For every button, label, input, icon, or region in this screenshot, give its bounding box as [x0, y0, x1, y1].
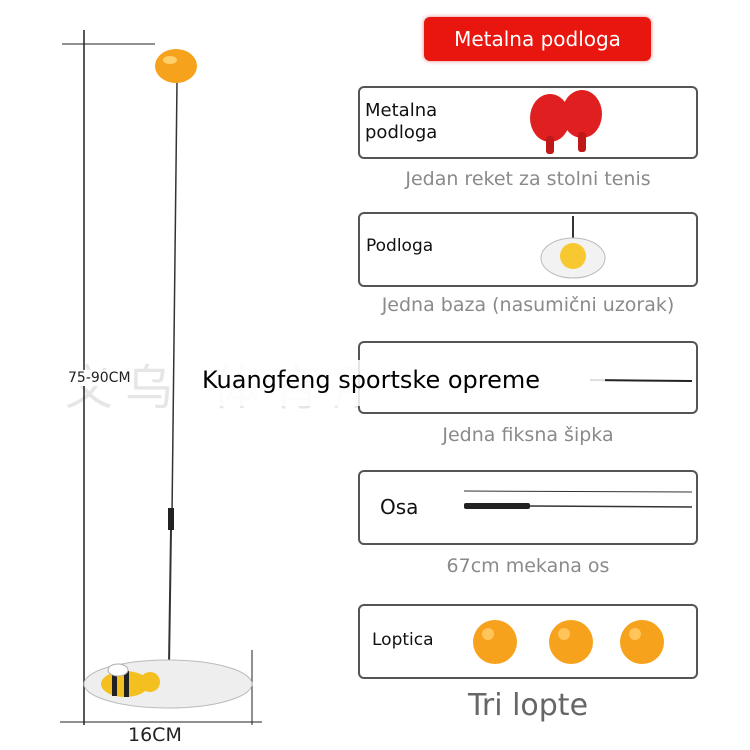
rod-icon: [589, 379, 693, 382]
item-card-shaft: Osa: [358, 470, 698, 545]
height-dimension-label: 75-90CM: [68, 370, 131, 386]
item-label: Osa: [380, 495, 419, 519]
item-label-line2: podloga: [365, 122, 438, 143]
item-caption: Jedan reket za stolni tenis: [405, 168, 651, 190]
header-badge: Metalna podloga: [424, 17, 651, 61]
width-dimension-label: 16CM: [128, 724, 182, 746]
ball-icons: [473, 620, 664, 664]
paddle-icon: [530, 90, 602, 154]
item-label-line1: Metalna: [365, 100, 438, 121]
item-card-balls: Loptica: [358, 604, 698, 679]
item-label: Podloga: [366, 236, 434, 256]
item-caption: Tri lopte: [467, 688, 589, 723]
overlay-title: Kuangfeng sportske opreme: [202, 366, 541, 394]
item-card-paddles: Metalna podloga: [358, 86, 698, 159]
item-label: Loptica: [372, 630, 434, 650]
shaft-icon: [463, 490, 693, 509]
item-caption: Jedna baza (nasumični uzorak): [381, 294, 675, 316]
item-caption: 67cm mekana os: [446, 555, 610, 577]
item-card-base: Podloga: [358, 212, 698, 287]
base-icon: [540, 216, 606, 279]
overlay-band: [185, 360, 605, 406]
item-caption: Jedna fiksna šipka: [442, 424, 614, 446]
